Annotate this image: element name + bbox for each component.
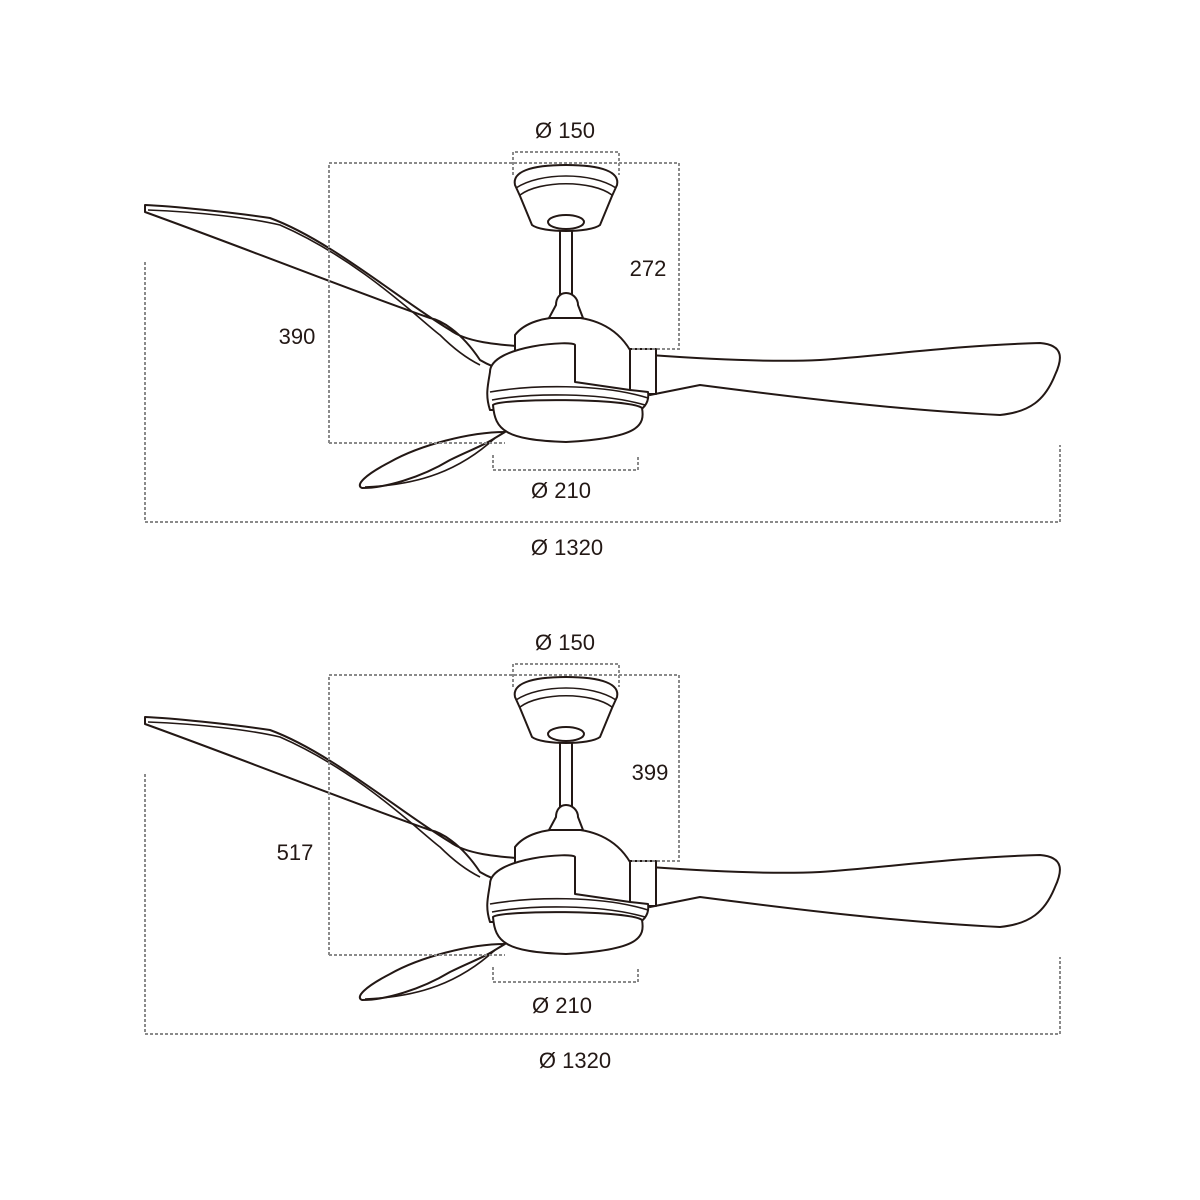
blade-span-label: Ø 1320 xyxy=(530,535,604,560)
downrod-height-label: 272 xyxy=(629,256,667,281)
light-diameter-label: Ø 210 xyxy=(531,478,591,503)
total-height-label: 517 xyxy=(276,840,314,865)
light-diameter-label: Ø 210 xyxy=(532,993,592,1018)
total-height-label: 390 xyxy=(278,324,316,349)
canopy-diameter-label: Ø 150 xyxy=(535,630,595,655)
downrod-height-label: 399 xyxy=(631,760,669,785)
canopy-diameter-label: Ø 150 xyxy=(535,118,595,143)
blade-span-label: Ø 1320 xyxy=(538,1048,612,1073)
